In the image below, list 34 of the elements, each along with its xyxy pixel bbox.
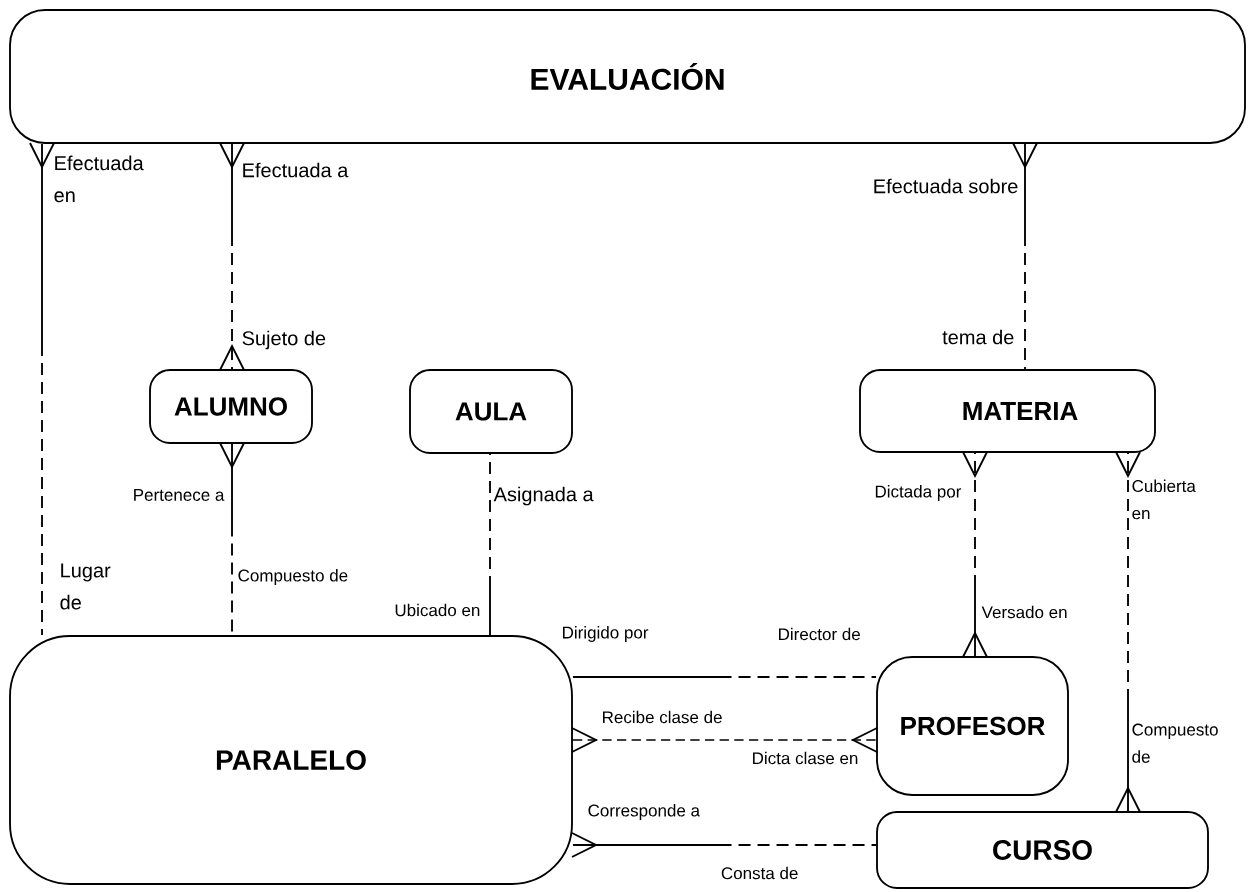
relationship-label: Recibe clase de (603, 710, 722, 724)
relationship-line (1127, 452, 1129, 812)
relationship-line (572, 739, 877, 741)
relationship-label: Versado en (981, 605, 1067, 619)
relationship-label: tema de (942, 329, 1014, 345)
relationship-line (489, 453, 491, 636)
relationship-label: Dicta clase en (753, 751, 858, 765)
relationship-label: Pertenece a (134, 489, 225, 501)
entity-box: AULA (409, 369, 573, 454)
relationship-label: Corresponde a (588, 804, 701, 820)
relationship-line (1024, 143, 1026, 370)
relationship-label: Asignada a (493, 486, 594, 506)
relationship-label: Consta de (721, 866, 798, 880)
entity-box: EVALUACIÓN (9, 9, 1246, 144)
relationship-label: Ubicado en (395, 603, 480, 617)
relationship-label: Efectuada a (243, 162, 349, 178)
entity-box: MATERIA (859, 369, 1156, 453)
relationship-line (974, 452, 976, 657)
relationship-line (41, 143, 43, 636)
relationship-label: Efectuada en (54, 155, 144, 203)
entity-box: CURSO (876, 811, 1209, 889)
entity-box: ALUMNO (149, 369, 313, 444)
relationship-label: Efectuada sobre (874, 178, 1018, 194)
relationship-line (231, 143, 233, 370)
relationship-label: Cubierta en (1132, 479, 1196, 520)
relationship-label: Compuesto de (1132, 723, 1218, 763)
relationship-line (572, 676, 877, 678)
relationship-label: Director de (779, 627, 860, 641)
relationship-line (572, 844, 877, 846)
relationship-label: Compuesto de (238, 569, 348, 585)
entity-box: PROFESOR (876, 656, 1069, 796)
relationship-label: Sujeto de (242, 330, 326, 350)
relationship-label: Dictada por (875, 485, 962, 501)
relationship-label: Lugar de (60, 563, 111, 610)
